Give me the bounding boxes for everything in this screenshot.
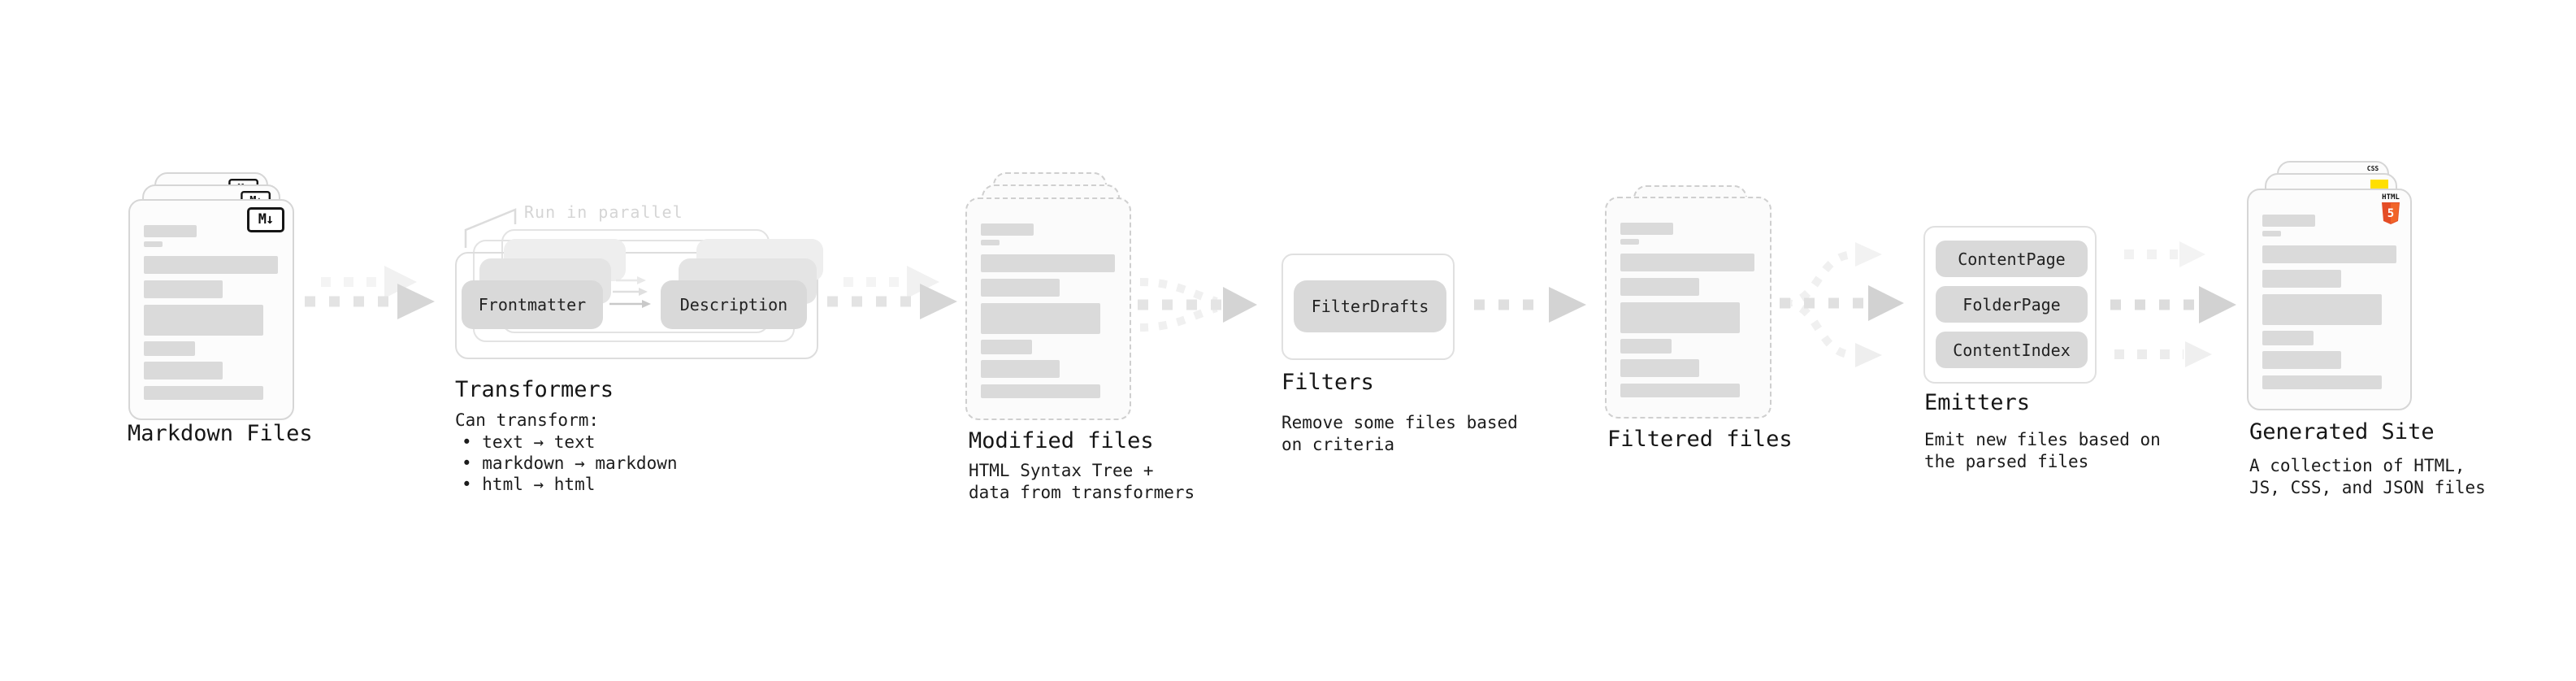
transformer-description-pill: Description <box>661 280 807 329</box>
filters-desc: Remove some files based on criteria <box>1281 413 1518 454</box>
arrow-filtered-to-emitters-fanout <box>1780 242 1904 367</box>
placeholder-text-bar <box>2262 351 2341 369</box>
transform-bullet: • html → html <box>462 475 596 494</box>
filters-box: FilterDrafts <box>1281 254 1455 360</box>
placeholder-text-bar <box>2262 231 2281 236</box>
html5-shield: 5 <box>2382 202 2400 224</box>
emitters-desc: Emit new files based on the parsed files <box>1924 430 2161 471</box>
run-in-parallel-leader-line <box>464 208 517 248</box>
file-card-front <box>965 197 1131 420</box>
generated-site-label: Generated Site <box>2249 419 2435 445</box>
filtered-files-stack <box>1605 185 1797 421</box>
emitters-label: Emitters <box>1924 390 2031 415</box>
modified-files-desc: HTML Syntax Tree + data from transformer… <box>969 461 1195 502</box>
transformers-desc-title: Can transform: <box>455 410 600 430</box>
transformer-frontmatter-pill: Frontmatter <box>462 280 603 329</box>
transformers-label: Transformers <box>455 377 614 402</box>
markdown-files-stack: M↓ M↓ M↓ <box>128 172 320 421</box>
placeholder-text-bar <box>2262 331 2314 345</box>
file-card-front: M↓ <box>128 199 294 420</box>
placeholder-text-bar <box>1620 339 1672 354</box>
transformers-stack: Frontmatter Description <box>455 229 823 359</box>
modified-files-label: Modified files <box>969 428 1154 453</box>
placeholder-text-bar <box>2262 245 2396 263</box>
arrow-modified-to-filters-merge <box>1138 278 1257 332</box>
generated-site-desc: A collection of HTML, JS, CSS, and JSON … <box>2249 456 2486 497</box>
placeholder-text-bar <box>2262 270 2341 288</box>
placeholder-text-bar <box>144 256 278 274</box>
placeholder-text-bar <box>1620 302 1740 333</box>
svg-text:5: 5 <box>2387 207 2394 220</box>
placeholder-text-bar <box>1620 278 1699 296</box>
filters-label: Filters <box>1281 370 1374 395</box>
emitter-contentpage-pill: ContentPage <box>1936 241 2088 277</box>
transformer-box-front <box>455 252 818 359</box>
emitter-contentindex-pill: ContentIndex <box>1936 332 2088 368</box>
generated-site-stack: CSS HTML 5 <box>2247 161 2439 413</box>
arrow-transformers-to-modified <box>827 266 957 319</box>
placeholder-text-bar <box>144 341 195 356</box>
arrows-emitters-to-generated <box>2110 241 2236 367</box>
markdown-files-label: Markdown Files <box>128 421 313 446</box>
emitter-folderpage-pill: FolderPage <box>1936 286 2088 323</box>
placeholder-text-bar <box>1620 254 1754 271</box>
arrow-markdown-to-transformers <box>305 266 435 319</box>
parallel-transform-arrows <box>609 276 651 308</box>
placeholder-text-bar <box>144 305 263 336</box>
placeholder-text-bar <box>981 223 1034 236</box>
transformers-bullet-list: • text → text • markdown → markdown • ht… <box>462 432 678 495</box>
placeholder-text-bar <box>1620 384 1740 397</box>
placeholder-text-bar <box>2262 375 2382 389</box>
transform-bullet: • markdown → markdown <box>462 453 678 473</box>
html5-icon: HTML 5 <box>2380 194 2401 224</box>
placeholder-text-bar <box>981 254 1115 272</box>
placeholder-text-bar <box>2262 215 2315 227</box>
placeholder-text-bar <box>1620 359 1699 377</box>
placeholder-text-bar <box>1620 223 1673 235</box>
placeholder-text-bar <box>981 279 1060 297</box>
filter-drafts-pill: FilterDrafts <box>1294 280 1446 332</box>
placeholder-text-bar <box>1620 239 1639 245</box>
placeholder-text-bar <box>2262 294 2382 325</box>
modified-files-stack <box>965 171 1157 421</box>
placeholder-text-bar <box>981 360 1060 378</box>
arrow-filters-to-filtered <box>1474 287 1586 323</box>
placeholder-text-bar <box>144 225 197 237</box>
filtered-files-label: Filtered files <box>1607 427 1793 452</box>
markdown-icon: M↓ <box>247 207 284 232</box>
placeholder-text-bar <box>981 303 1100 334</box>
placeholder-text-bar <box>144 386 263 400</box>
emitters-box: ContentPage FolderPage ContentIndex <box>1923 226 2097 384</box>
placeholder-text-bar <box>144 362 223 380</box>
placeholder-text-bar <box>144 280 223 298</box>
placeholder-text-bar <box>981 340 1032 354</box>
file-card-html: HTML 5 <box>2247 189 2412 410</box>
placeholder-text-bar <box>981 240 1000 245</box>
placeholder-text-bar <box>144 241 163 247</box>
file-card-front <box>1605 197 1772 419</box>
placeholder-text-bar <box>981 384 1100 398</box>
transform-bullet: • text → text <box>462 432 596 452</box>
run-in-parallel-annotation: Run in parallel <box>524 202 683 222</box>
